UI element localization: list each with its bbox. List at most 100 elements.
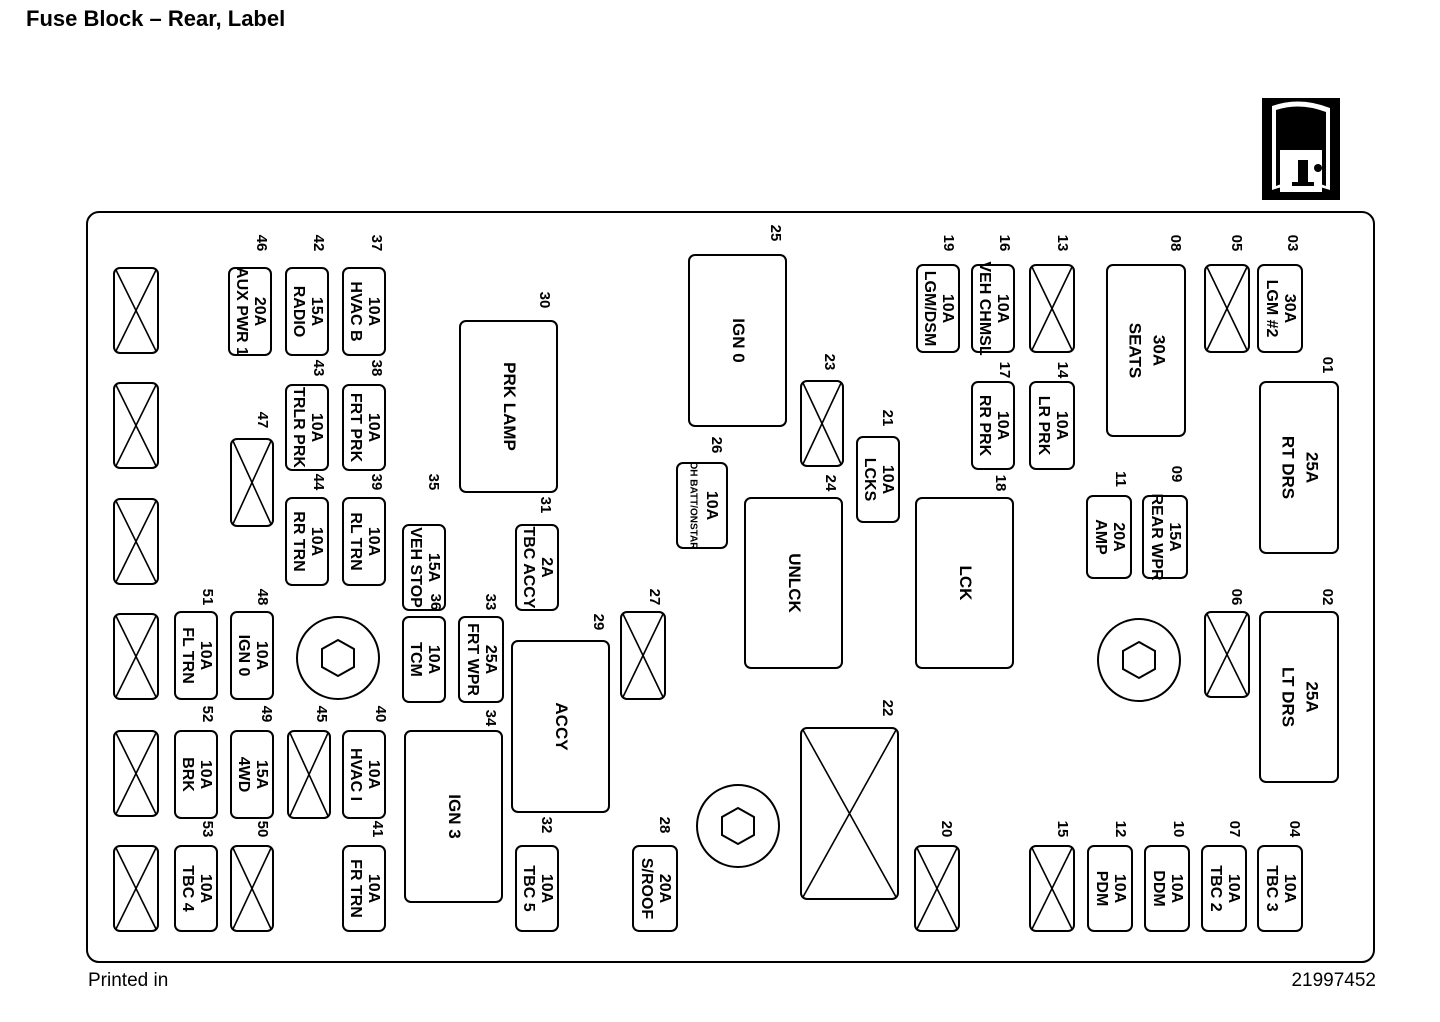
fuse-function: RADIO (290, 286, 307, 338)
empty-slot-mark (916, 847, 958, 930)
fuse-outline (1142, 495, 1188, 579)
fuse-function: UNLCK (785, 553, 804, 613)
fuse-outline (230, 845, 274, 932)
empty-slot-mark (232, 440, 272, 525)
fuse-number: 19 (940, 235, 957, 252)
fuse-number: 41 (369, 821, 386, 838)
fuse-outline (342, 267, 386, 356)
fuse-outline (1086, 495, 1132, 579)
fuse-function: VEH CHMSL (976, 261, 993, 355)
fuse-slot-blank (113, 382, 159, 469)
fuse-function: DDM (1150, 870, 1167, 906)
fuse-function: BRK (179, 757, 196, 792)
fuse-number: 30 (536, 292, 553, 309)
empty-slot-mark (1031, 847, 1073, 930)
fuse-outline (1201, 845, 1247, 932)
fuse-slot-47: 47 (230, 412, 274, 527)
fuse-outline (113, 613, 159, 700)
fuse-number: 42 (310, 235, 327, 252)
fuse-function: IGN 0 (235, 635, 252, 677)
fuse-function: VEH STOP (407, 527, 424, 608)
fuse-slot-24: UNLCK 24 (744, 475, 843, 669)
fuse-outline (342, 845, 386, 932)
fuse-number: 06 (1228, 589, 1245, 606)
fuse-number: 05 (1228, 235, 1245, 252)
fuse-function: TBC 2 (1207, 865, 1224, 911)
printed-in-label: Printed in (88, 970, 169, 991)
fuse-rating: 10A (994, 411, 1011, 441)
fuse-outline (1106, 264, 1186, 437)
fuse-function: OH BATT/ONSTAR (687, 462, 698, 551)
fuse-slot-27: 27 (620, 589, 666, 700)
fuse-outline (1257, 264, 1303, 353)
fuse-rating: 10A (538, 874, 555, 904)
fuse-number: 31 (537, 497, 554, 514)
fuse-function: LGM/DSM (921, 271, 938, 347)
fuse-rating: 10A (197, 641, 214, 671)
fuse-function: FL TRN (179, 627, 196, 684)
fuse-rating: 10A (253, 641, 270, 671)
fuse-number: 14 (1054, 362, 1071, 379)
fuse-function: LCKS (861, 458, 878, 502)
fuse-slot-blank (113, 613, 159, 700)
empty-slot-mark (802, 382, 842, 465)
fuse-rating: 10A (197, 874, 214, 904)
fuse-outline (285, 267, 329, 356)
fuse-number: 46 (253, 235, 270, 252)
fuse-rating: 10A (703, 491, 720, 521)
fuse-number: 35 (425, 474, 442, 491)
fuse-function: HVAC B (347, 281, 364, 341)
fuse-outline (113, 730, 159, 817)
fuse-slot-20: 20 (914, 821, 960, 932)
fuse-number: 44 (310, 474, 327, 491)
fuse-function: RL TRN (347, 512, 364, 570)
fuse-rating: 20A (1110, 522, 1127, 552)
empty-slot-mark (115, 615, 157, 698)
fuse-rating: 10A (879, 465, 896, 495)
fuse-function: TBC 5 (520, 865, 537, 911)
fuse-number: 09 (1168, 466, 1185, 483)
empty-slot-mark (1031, 266, 1073, 351)
fuse-number: 13 (1054, 235, 1071, 252)
fuse-number: 43 (310, 360, 327, 377)
mounting-bolt (1097, 618, 1181, 702)
fuse-number: 24 (822, 475, 839, 492)
fuse-number: 25 (767, 225, 784, 242)
fuse-outline (914, 845, 960, 932)
fuse-rating: 10A (1111, 874, 1128, 904)
fuse-number: 11 (1112, 471, 1129, 487)
fuse-function: RR PRK (976, 395, 993, 457)
fuse-number: 45 (313, 706, 330, 723)
fuse-outline (230, 438, 274, 527)
fuse-outline (342, 497, 386, 586)
fuse-rating: 10A (425, 645, 442, 675)
fuse-outline (174, 730, 218, 819)
fuse-rating: 25A (1303, 452, 1322, 483)
fuse-rating: 20A (656, 874, 673, 904)
mounting-bolt (296, 616, 380, 700)
fuse-rating: 30A (1281, 294, 1298, 324)
fuse-rating: 10A (1225, 874, 1242, 904)
fuse-rating: 10A (1281, 874, 1298, 904)
fuse-function: S/ROOF (638, 858, 655, 920)
fuse-outline (342, 730, 386, 819)
fuse-outline (676, 462, 728, 549)
fuse-outline (459, 320, 558, 493)
fuse-number: 37 (368, 235, 385, 252)
fuse-outline (1204, 264, 1250, 353)
